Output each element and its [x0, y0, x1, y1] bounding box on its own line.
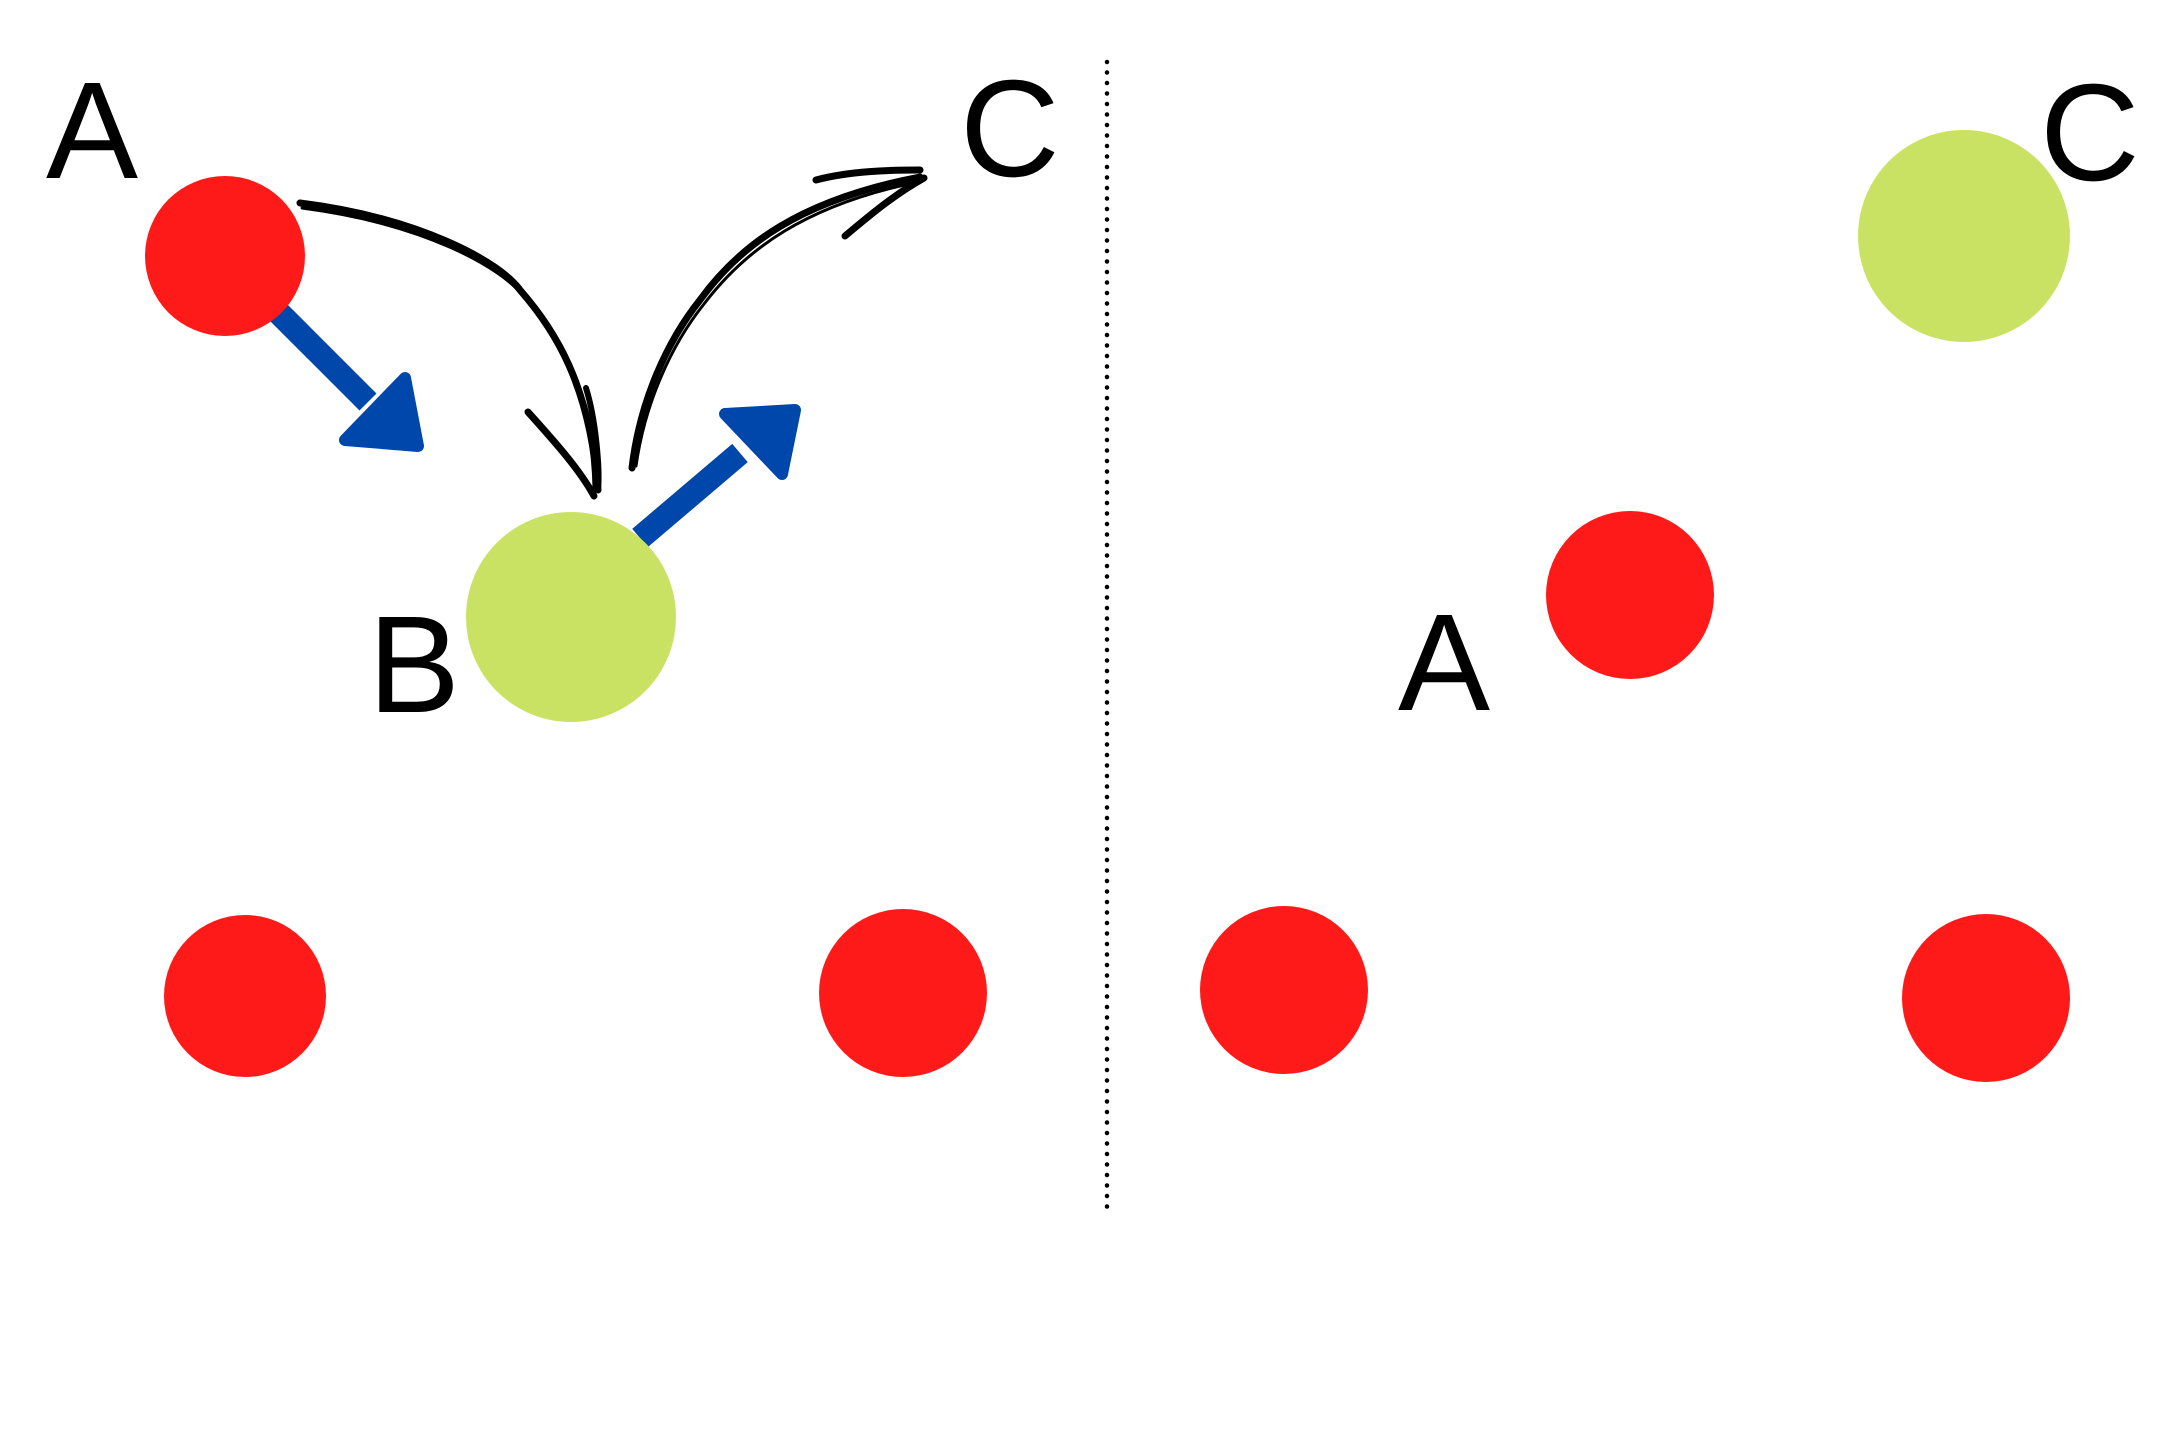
- ball-bottom-left-1: [164, 915, 326, 1077]
- ball-a-after: [1546, 511, 1714, 679]
- velocity-arrow-b: [632, 404, 801, 548]
- ball-bottom-left-2: [819, 909, 987, 1077]
- ball-bottom-right-2: [1902, 914, 2070, 1082]
- label-c-before: C: [960, 52, 1060, 206]
- label-c-after: C: [2040, 56, 2140, 210]
- ball-a-before: [145, 176, 305, 336]
- ball-c-after: [1858, 130, 2070, 342]
- path-arrow-b-to-c: [628, 166, 928, 472]
- ball-b-before: [466, 512, 676, 722]
- label-a-after: A: [1398, 586, 1491, 740]
- label-a-before: A: [46, 54, 139, 208]
- ball-bottom-right-1: [1200, 906, 1368, 1074]
- label-b-before: B: [368, 588, 461, 742]
- path-arrow-a-to-b: [296, 199, 602, 500]
